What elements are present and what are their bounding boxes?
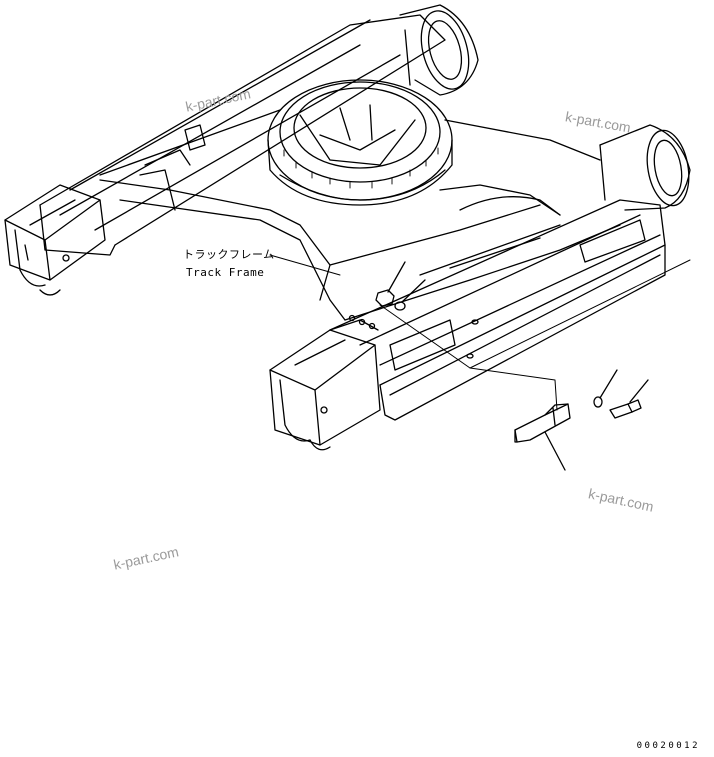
front-side-rail [329,199,666,421]
center-frame-body [99,109,621,321]
rear-left-end-block [4,184,106,296]
front-left-end-block [269,314,381,451]
nut-and-washer [375,261,426,311]
track-frame-label-jp: トラックフレーム [183,248,275,261]
swing-circle-mount [267,79,453,206]
leader-lines [269,254,691,411]
rear-drive-housing [399,4,479,96]
bolt-and-washer [593,369,649,419]
track-frame-label-en: Track Frame [186,266,265,279]
rear-side-rail [39,14,446,256]
drawing-ref-number: 00020012 [636,741,700,751]
front-drive-housing [599,124,691,211]
guard-block [514,403,571,471]
